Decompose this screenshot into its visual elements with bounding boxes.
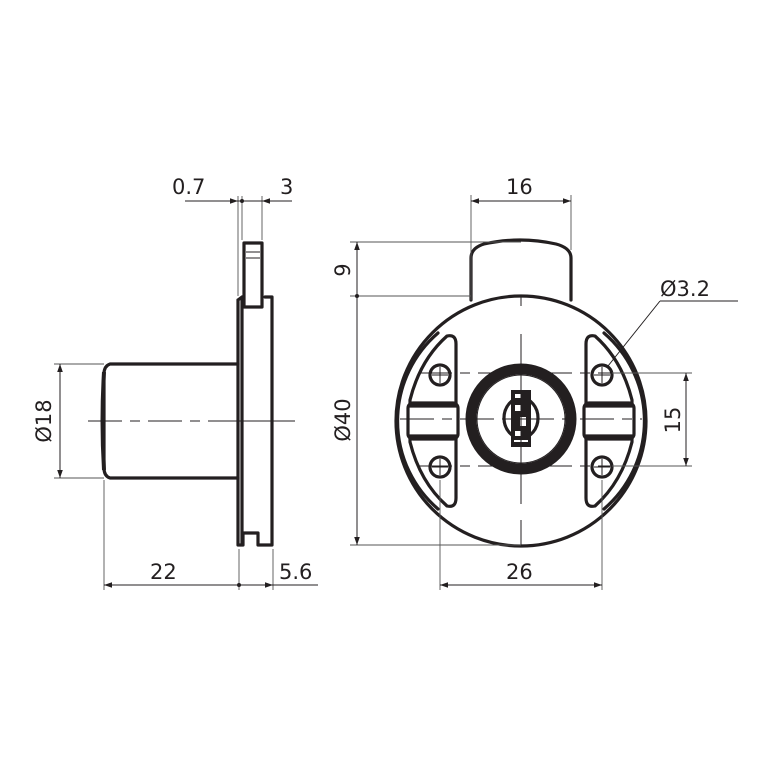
cam-tab [242,241,264,309]
dim-label-screw-hole-diameter: Ø3.2 [660,277,710,301]
screw-hole-bottom-left [428,455,452,479]
dim-bottom-side: 22 5.6 [103,480,318,590]
dim-label-cam-thickness: 3 [280,175,293,199]
right-mounting-plate [582,334,636,508]
cylinder-body [88,362,240,480]
dim-label-body-diameter: Ø40 [331,398,355,441]
dim-screw-hole-diameter: Ø3.2 [607,277,738,367]
dim-label-cam-height: 9 [331,263,355,276]
left-inner-arc [396,331,440,511]
screw-hole-bottom-right [590,455,614,479]
dim-hole-horizontal-spacing: 26 [439,480,603,590]
side-view: 0.7 3 Ø18 22 5.6 [32,175,318,590]
dim-label-flange-offset: 0.7 [172,175,205,199]
dim-label-flange-thickness: 5.6 [279,560,312,584]
dim-label-hole-vertical-spacing: 15 [661,407,685,434]
dim-vertical-left: 9 Ø40 [331,241,521,546]
dim-cam-width: 16 [470,175,572,300]
screw-hole-top-left [428,363,452,387]
dim-label-cylinder-length: 22 [150,560,177,584]
right-inner-arc [602,331,646,511]
dim-hole-vertical-spacing: 15 [612,372,692,467]
front-view: 16 9 Ø40 Ø3.2 15 [331,175,738,590]
dim-top-side: 0.7 3 [172,175,293,296]
dim-label-hole-horizontal-spacing: 26 [506,560,533,584]
cam-outline [469,238,573,302]
dim-label-cylinder-diameter: Ø18 [32,399,56,442]
dim-cylinder-diameter: Ø18 [32,363,104,479]
screw-hole-top-right [590,363,614,387]
left-mounting-plate [406,334,460,508]
flange [236,295,295,547]
center-lines [400,296,642,545]
dim-label-cam-width: 16 [506,175,533,199]
